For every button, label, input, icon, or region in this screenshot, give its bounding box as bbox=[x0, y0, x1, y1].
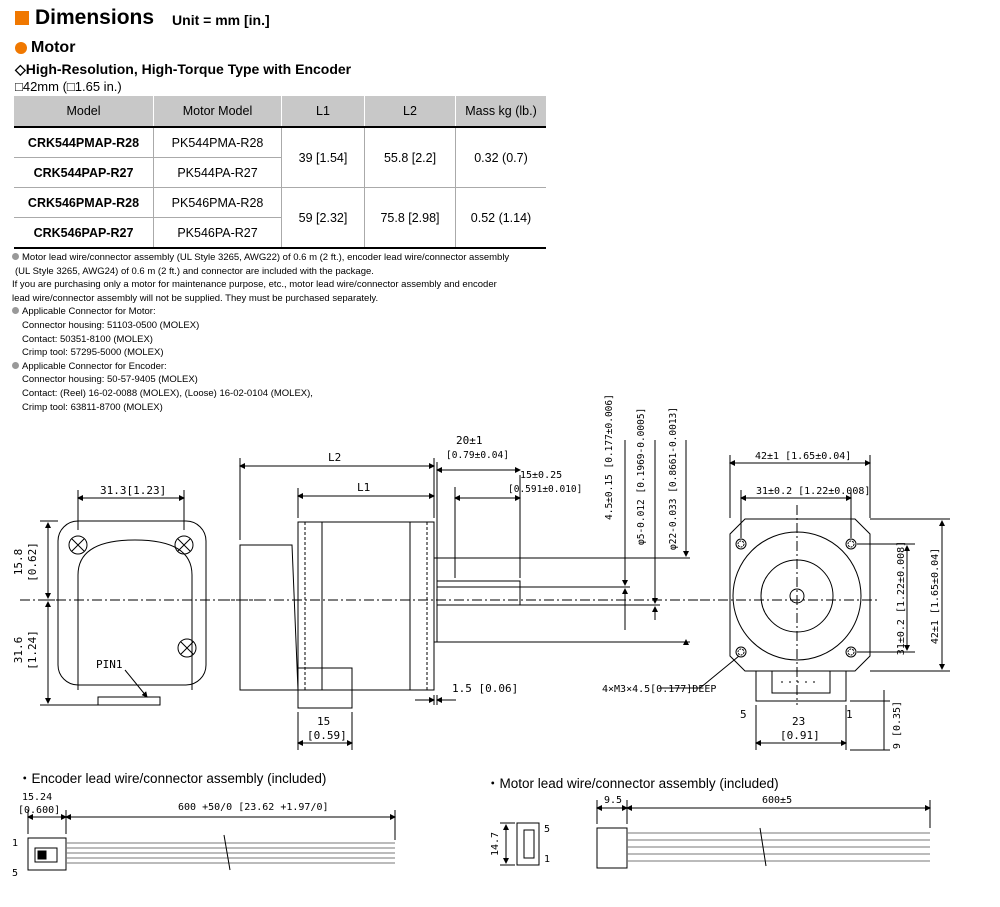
dim-label: 15.8 bbox=[12, 549, 25, 576]
note-line: Connector housing: 51103-0500 (MOLEX) bbox=[22, 319, 200, 331]
motor-assembly bbox=[500, 800, 931, 869]
dim-label: 20±1 bbox=[456, 434, 483, 447]
dim-label: 31±0.2 [1.22±0.008] bbox=[896, 541, 907, 655]
pin-label: 1 bbox=[12, 838, 18, 849]
pin-label: 5 bbox=[740, 708, 747, 721]
note-line: If you are purchasing only a motor for m… bbox=[12, 279, 497, 291]
l2-cell: 75.8 [2.98] bbox=[364, 187, 456, 249]
section-title: Motor bbox=[31, 39, 76, 56]
col-model: Model bbox=[14, 96, 154, 127]
l2-cell: 55.8 [2.2] bbox=[364, 127, 456, 188]
dim-label: 15±0.25 bbox=[520, 470, 562, 481]
unit-label: Unit = mm [in.] bbox=[172, 12, 270, 28]
dim-label: 14.7 bbox=[490, 832, 501, 856]
dim-label: 31±0.2 [1.22±0.008] bbox=[756, 486, 870, 497]
dim-label: 23 bbox=[792, 715, 805, 728]
note-line: Crimp tool: 57295-5000 (MOLEX) bbox=[22, 347, 164, 359]
dim-label: L1 bbox=[357, 481, 370, 494]
note-line: Applicable Connector for Encoder: bbox=[12, 360, 532, 374]
dim-label: 15.24 bbox=[22, 792, 52, 803]
note-line: (UL Style 3265, AWG24) of 0.6 m (2 ft.) … bbox=[15, 265, 374, 277]
dim-label: φ22-0.033 [0.8661-0.0013] bbox=[668, 407, 679, 550]
pin-label: 5 bbox=[12, 868, 18, 879]
table-row: CRK544PMAP-R28 PK544PMA-R28 39 [1.54] 55… bbox=[14, 127, 546, 188]
dim-label: 42±1 [1.65±0.04] bbox=[755, 451, 851, 462]
note-line: Contact: 50351-8100 (MOLEX) bbox=[22, 333, 153, 345]
dim-label: 31.6 bbox=[12, 637, 25, 664]
dim-label: L2 bbox=[328, 451, 341, 464]
section-heading: Motor bbox=[15, 39, 75, 57]
dim-label: 1.5 [0.06] bbox=[452, 682, 518, 695]
frame-size: □42mm (□1.65 in.) bbox=[15, 79, 122, 94]
dim-label: [0.62] bbox=[26, 542, 39, 582]
model-cell: CRK546PAP-R27 bbox=[14, 217, 154, 249]
mass-cell: 0.32 (0.7) bbox=[455, 127, 546, 188]
table-row: CRK546PAP-R27 PK546PA-R27 bbox=[14, 217, 546, 249]
encoder-assy-caption: ・Encoder lead wire/connector assembly (i… bbox=[18, 771, 327, 786]
dim-label: 600±5 bbox=[762, 795, 792, 806]
col-l1: L1 bbox=[281, 96, 365, 127]
table-header-row: Model Motor Model L1 L2 Mass kg (lb.) bbox=[14, 96, 546, 127]
dim-label: [0.79±0.04] bbox=[446, 450, 509, 461]
dim-label: [0.591±0.010] bbox=[508, 484, 582, 495]
back-view bbox=[20, 490, 260, 706]
orange-square-icon bbox=[15, 11, 29, 25]
model-cell: CRK544PMAP-R28 bbox=[14, 127, 154, 158]
dim-label: 42±1 [1.65±0.04] bbox=[930, 548, 941, 644]
dim-label: φ5-0.012 [0.1969-0.0005] bbox=[636, 408, 647, 545]
dim-label: 4.5±0.15 [0.177±0.006] bbox=[604, 394, 615, 520]
pin-label: 1 bbox=[846, 708, 853, 721]
model-cell: CRK546PMAP-R28 bbox=[14, 187, 154, 218]
subtitle: ◇High-Resolution, High-Torque Type with … bbox=[15, 61, 352, 77]
note-line: Crimp tool: 63811-8700 (MOLEX) bbox=[22, 401, 163, 413]
motor-assy-caption: ・Motor lead wire/connector assembly (inc… bbox=[486, 776, 779, 791]
pin-label: 1 bbox=[544, 854, 550, 865]
note-line: Applicable Connector for Motor: bbox=[12, 305, 532, 319]
page-title: Dimensions bbox=[35, 6, 155, 29]
mass-cell: 0.52 (1.14) bbox=[455, 187, 546, 249]
spec-table: Model Motor Model L1 L2 Mass kg (lb.) CR… bbox=[14, 96, 546, 249]
motor-model-cell: PK544PMA-R28 bbox=[153, 127, 282, 158]
table-row: CRK544PAP-R27 PK544PA-R27 bbox=[14, 157, 546, 188]
dim-label: 600 +50/0 [23.62 +1.97/0] bbox=[178, 802, 329, 813]
dim-label: [0.59] bbox=[307, 729, 347, 742]
note-line: lead wire/connector assembly will not be… bbox=[12, 292, 379, 304]
dim-label: 15 bbox=[317, 715, 330, 728]
note-line: Motor lead wire/connector assembly (UL S… bbox=[12, 251, 532, 265]
dim-label: 4×M3×4.5[0.177]DEEP bbox=[602, 684, 716, 695]
col-l2: L2 bbox=[364, 96, 456, 127]
dim-label: 9.5 bbox=[604, 795, 622, 806]
dim-label: [1.24] bbox=[26, 630, 39, 670]
encoder-assembly bbox=[27, 810, 396, 871]
l1-cell: 59 [2.32] bbox=[281, 187, 365, 249]
bullet-icon bbox=[12, 361, 19, 369]
dim-label: 9 [0.35] bbox=[892, 701, 903, 749]
motor-model-cell: PK546PMA-R28 bbox=[153, 187, 282, 218]
orange-dot-icon bbox=[15, 42, 27, 54]
pin-label: 5 bbox=[544, 824, 550, 835]
motor-model-cell: PK546PA-R27 bbox=[153, 217, 282, 249]
l1-cell: 39 [1.54] bbox=[281, 127, 365, 188]
motor-model-cell: PK544PA-R27 bbox=[153, 157, 282, 188]
bullet-icon bbox=[12, 253, 19, 260]
bullet-icon bbox=[12, 307, 19, 315]
notes: Motor lead wire/connector assembly (UL S… bbox=[12, 251, 532, 414]
col-mass: Mass kg (lb.) bbox=[455, 96, 546, 127]
dim-label: [0.91] bbox=[780, 729, 820, 742]
dim-label: 31.3[1.23] bbox=[100, 484, 166, 497]
front-view bbox=[660, 455, 950, 751]
table-row: CRK546PMAP-R28 PK546PMA-R28 59 [2.32] 75… bbox=[14, 187, 546, 249]
side-view bbox=[220, 440, 700, 750]
col-motor-model: Motor Model bbox=[153, 96, 282, 127]
note-line: Contact: (Reel) 16-02-0088 (MOLEX), (Loo… bbox=[22, 387, 313, 399]
title-row: Dimensions Unit = mm [in.] bbox=[15, 6, 270, 30]
model-cell: CRK544PAP-R27 bbox=[14, 157, 154, 188]
note-line: Connector housing: 50-57-9405 (MOLEX) bbox=[22, 374, 198, 386]
pin-label: PIN1 bbox=[96, 658, 123, 671]
dim-label: [0.600] bbox=[18, 805, 60, 816]
